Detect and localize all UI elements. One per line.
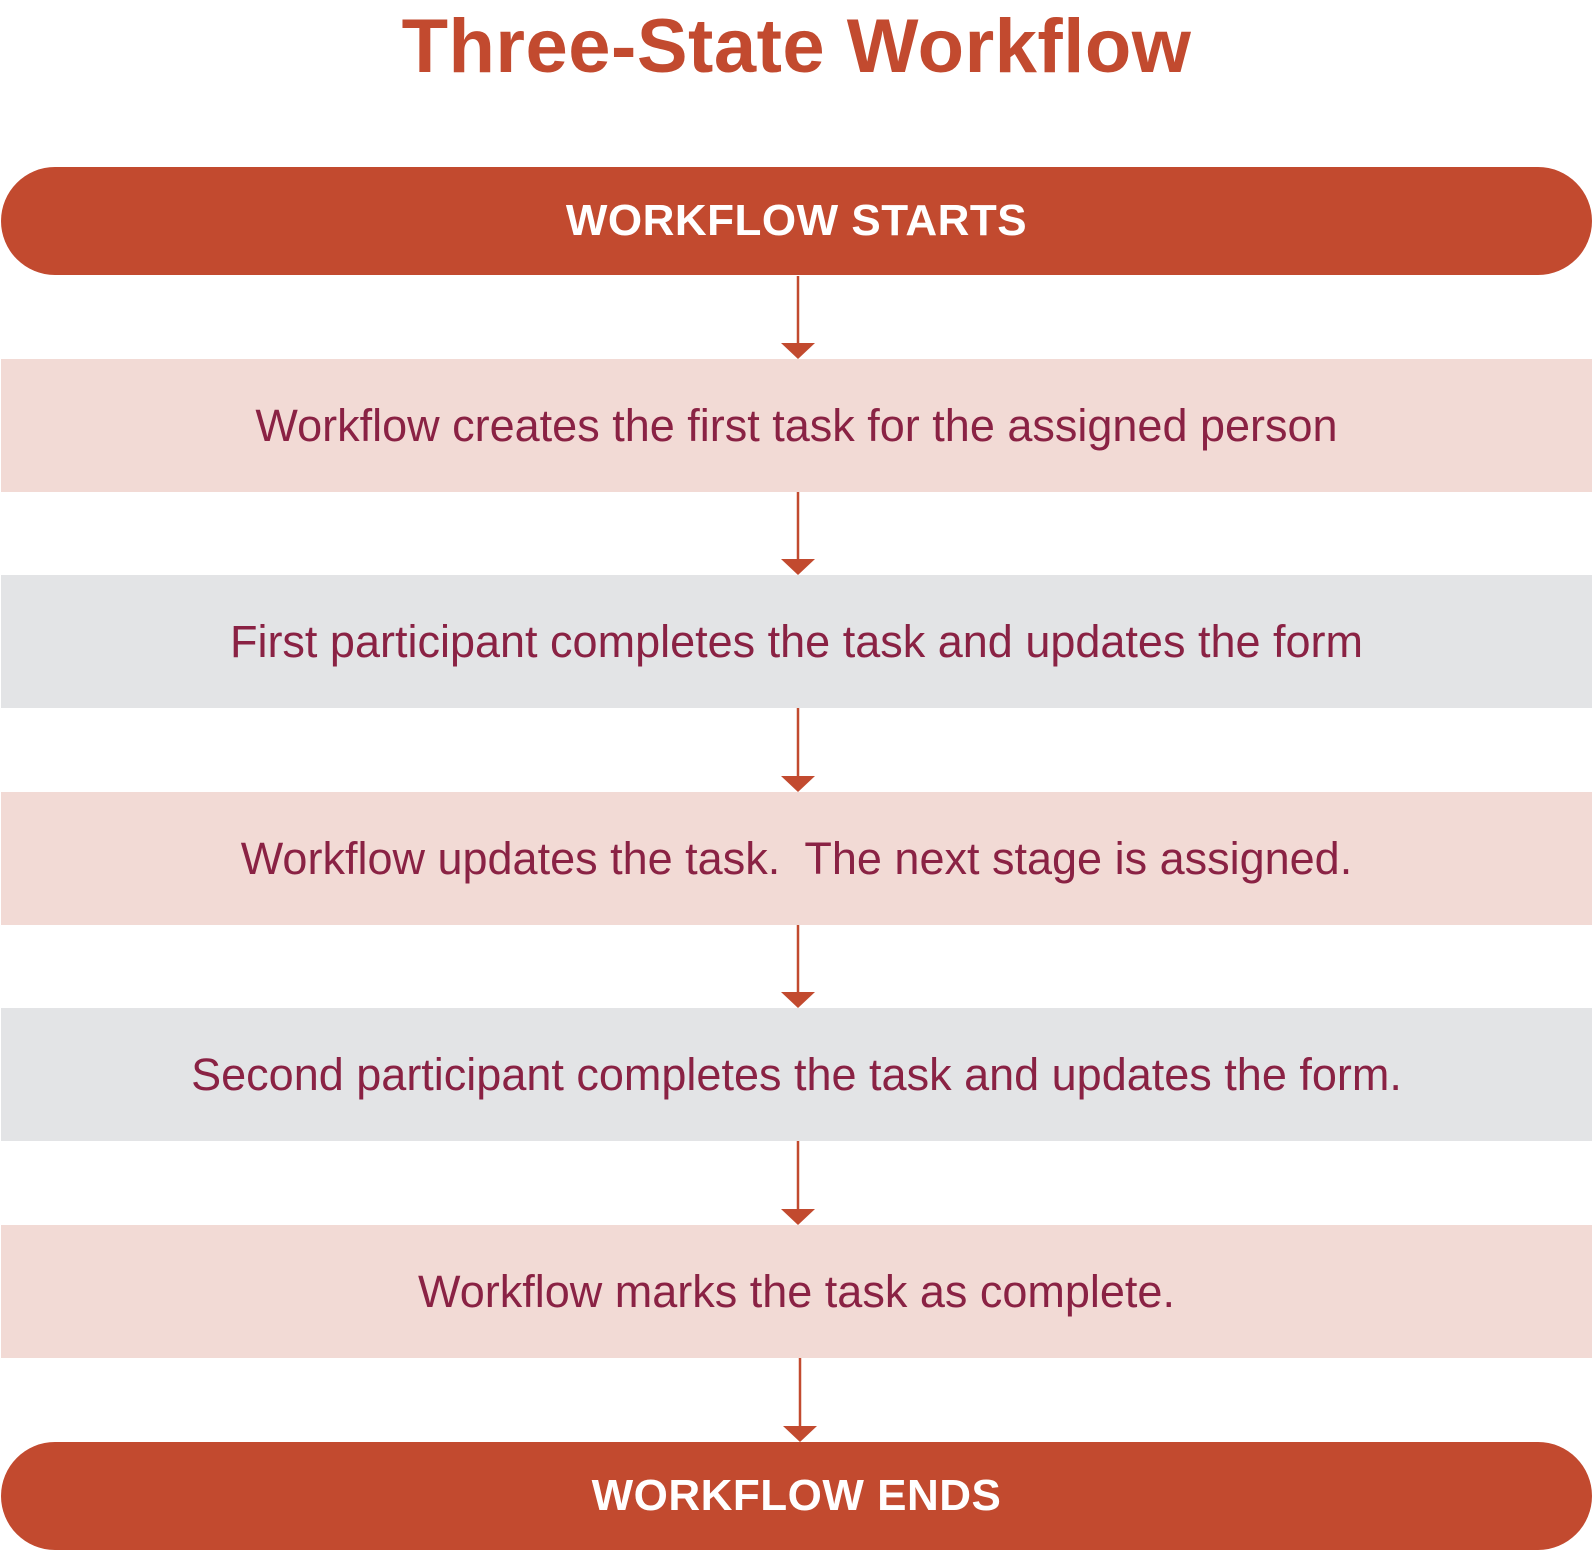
workflow-step-4: Second participant completes the task an… [1, 1008, 1592, 1141]
arrow-start-to-step-1 [781, 276, 815, 359]
workflow-step-5: Workflow marks the task as complete. [1, 1225, 1592, 1358]
workflow-step-1-text: Workflow creates the first task for the … [255, 399, 1338, 451]
workflow-start-node: WORKFLOW STARTS [1, 167, 1592, 275]
workflow-step-3: Workflow updates the task. The next stag… [1, 792, 1592, 925]
workflow-end-label: WORKFLOW ENDS [591, 1471, 1002, 1520]
workflow-step-3-text: Workflow updates the task. The next stag… [240, 832, 1353, 884]
arrow-step-4-to-step-5 [781, 1141, 815, 1225]
workflow-start-label: WORKFLOW STARTS [565, 196, 1028, 245]
workflow-end-node: WORKFLOW ENDS [1, 1442, 1592, 1550]
arrow-step-3-to-step-4 [781, 925, 815, 1008]
diagram-title: Three-State Workflow [401, 4, 1192, 89]
workflow-step-1: Workflow creates the first task for the … [1, 359, 1592, 492]
workflow-step-2-text: First participant completes the task and… [229, 615, 1364, 667]
workflow-step-5-text: Workflow marks the task as complete. [418, 1265, 1175, 1317]
arrow-step-1-to-step-2 [781, 492, 815, 575]
workflow-step-4-text: Second participant completes the task an… [191, 1048, 1402, 1100]
arrow-step-5-to-end [783, 1358, 817, 1442]
workflow-step-2: First participant completes the task and… [1, 575, 1592, 708]
arrow-step-2-to-step-3 [781, 708, 815, 792]
